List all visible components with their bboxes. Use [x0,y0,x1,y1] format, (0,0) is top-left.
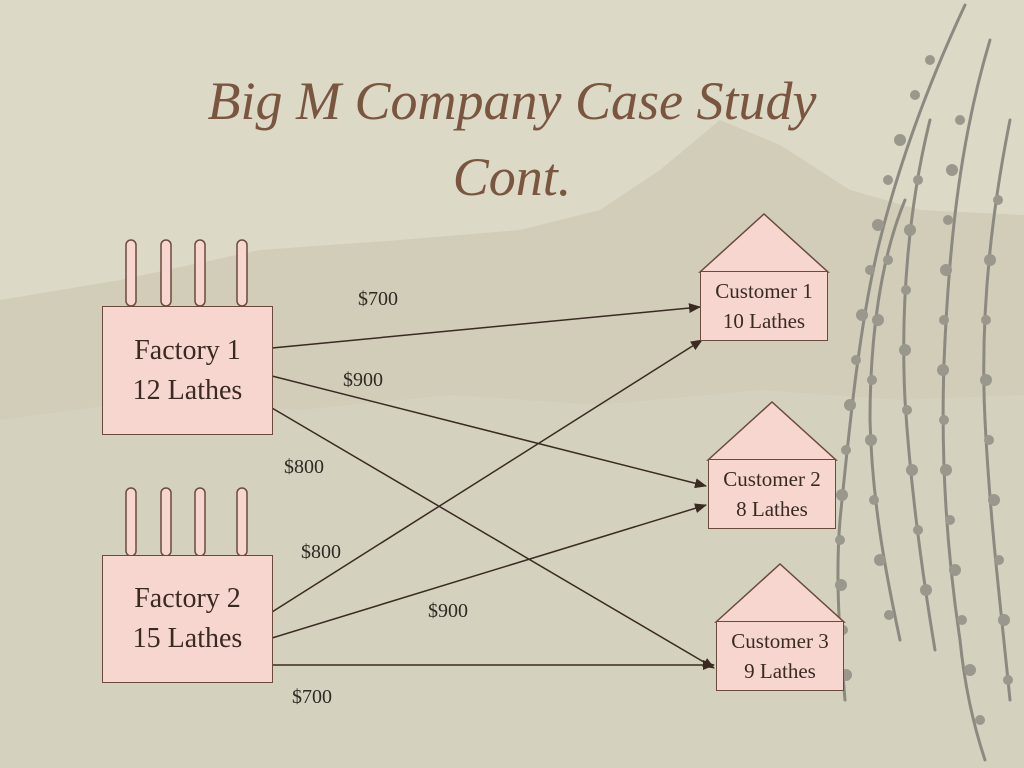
chimney [125,487,137,557]
factory-2-chimneys [125,487,248,557]
cost-label-f1-c3: $800 [284,456,324,478]
chimney [236,239,248,307]
customer-1-node: Customer 1 10 Lathes [700,271,828,341]
customer-2-name: Customer 2 [723,467,821,491]
customer-2-demand: 8 Lathes [736,497,808,521]
chimney [236,487,248,557]
customer-2-roof [706,400,838,461]
chimney [194,239,206,307]
customer-3-name: Customer 3 [731,629,829,653]
slide-title-line-1: Big M Company Case Study [207,71,817,131]
route-arrow-f1-c3 [271,407,715,669]
slide-title-line-2: Cont. [452,147,572,207]
route-arrow-f1-c2 [271,375,707,489]
customer-1-roof [698,212,830,273]
factory-1-name: Factory 1 [134,334,241,366]
factory-2-node: Factory 2 15 Lathes [102,555,273,683]
route-arrow-f2-c2 [271,503,707,639]
cost-label-f1-c2: $900 [343,369,383,391]
route-arrow-f1-c1 [271,303,701,349]
factory-2-name: Factory 2 [134,583,241,614]
customer-3-node: Customer 3 9 Lathes [716,621,844,691]
chimney [125,239,137,307]
customer-1-demand: 10 Lathes [722,309,806,333]
route-arrow-f2-c1 [271,339,703,613]
factory-1-chimneys [125,239,248,307]
cost-label-f2-c1: $800 [301,541,341,563]
customer-3-demand: 9 Lathes [744,659,816,683]
willow-buds [835,55,1013,725]
chimney [160,487,172,557]
factory-1-node: Factory 1 12 Lathes [102,306,273,435]
factory-2-supply: 15 Lathes [132,623,243,654]
customer-3-roof [714,562,846,623]
cost-label-f2-c2: $900 [428,600,468,622]
chimney [160,239,172,307]
customer-2-node: Customer 2 8 Lathes [708,459,836,529]
chimney [194,487,206,557]
factory-1-supply: 12 Lathes [132,374,243,406]
cost-label-f1-c1: $700 [358,288,398,310]
cost-label-f2-c3: $700 [292,686,332,708]
customer-1-name: Customer 1 [715,279,813,303]
